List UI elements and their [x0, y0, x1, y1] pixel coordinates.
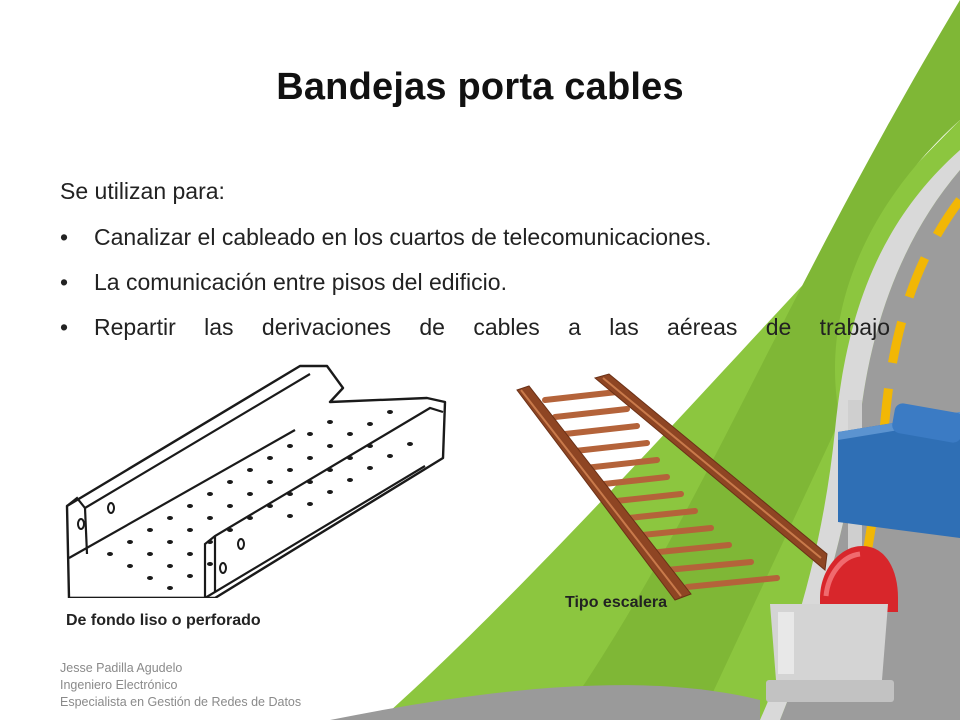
author-name: Jesse Padilla Agudelo [60, 661, 183, 675]
bullet-marker: • [60, 314, 69, 340]
perforated-tray-illustration [65, 364, 447, 598]
tray-perforation-holes [107, 410, 413, 590]
bullet-text: Repartir las derivaciones de cables a la… [94, 314, 890, 340]
bullet-marker: • [60, 224, 69, 250]
author-degree: Ingeniero Electrónico [60, 678, 178, 692]
caption-perforated-tray: De fondo liso o perforado [66, 612, 261, 629]
bullet-text: La comunicación entre pisos del edificio… [94, 269, 507, 295]
bullet-marker: • [60, 269, 69, 295]
list-item: • Repartir las derivaciones de cables a l… [60, 313, 890, 341]
intro-text: Se utilizan para: [60, 178, 225, 204]
list-item: • La comunicación entre pisos del edifici… [60, 268, 890, 296]
author-footer: Jesse Padilla Agudelo Ingeniero Electrón… [60, 660, 301, 711]
slide-title: Bandejas porta cables [276, 66, 684, 108]
author-specialty: Especialista en Gestión de Redes de Dato… [60, 695, 302, 709]
ladder-side-rails [516, 373, 828, 601]
ladder-tray-illustration [516, 373, 828, 601]
list-item: • Canalizar el cableado en los cuartos de… [60, 223, 890, 251]
caption-ladder-tray: Tipo escalera [565, 594, 667, 611]
bullet-text: Canalizar el cableado en los cuartos de … [94, 224, 712, 250]
bullet-list: • Canalizar el cableado en los cuartos de… [60, 223, 890, 358]
